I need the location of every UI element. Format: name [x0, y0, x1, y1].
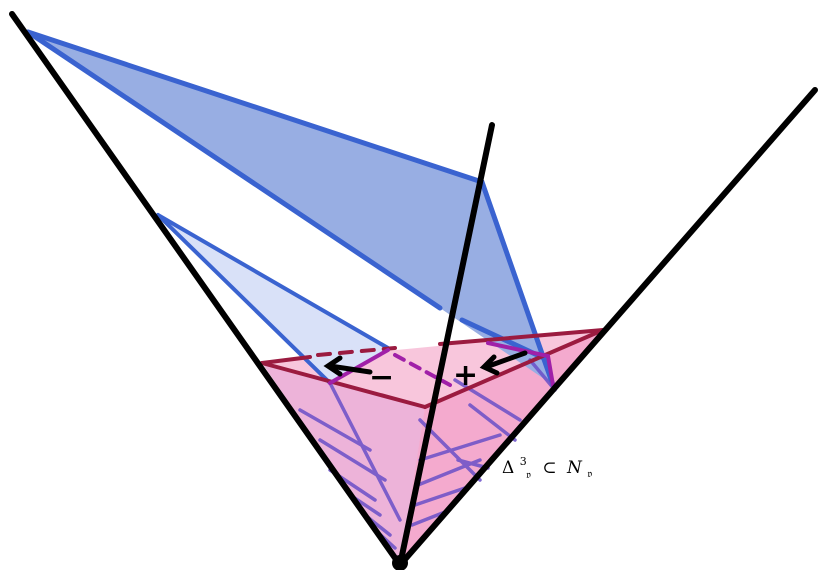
plus-sign: +: [453, 358, 478, 393]
simplex-edge-front-left: [260, 361, 427, 409]
cross-section-right: [486, 341, 555, 387]
simplex-edge-back-left: [260, 355, 312, 365]
orientation-arrows: [323, 350, 528, 377]
hatch-line: [453, 378, 522, 422]
lower-blue-sheet-edge-bottom: [156, 213, 332, 385]
hatch-line: [413, 486, 467, 507]
upper-blue-sheet: [28, 32, 553, 385]
subset-symbol: ⊂: [542, 458, 556, 478]
left-arrow-head: [323, 355, 343, 377]
left-arrow: [327, 363, 373, 375]
lower-blue-sheet: [158, 215, 388, 383]
hatch-line: [298, 408, 372, 452]
simplex-edges: [260, 328, 605, 409]
hatch-line: [418, 433, 502, 462]
upper-blue-sheet-edge-lower: [25, 29, 443, 311]
neighborhood-symbol: N: [566, 458, 583, 478]
simplex-superscript: 3: [520, 455, 527, 468]
right-arrow: [483, 350, 528, 370]
simplex-edge-back-dashed: [316, 346, 397, 357]
cone-apex-vertex: [392, 555, 408, 570]
hatch-line: [468, 403, 517, 442]
simplex-label: Δ 3 𝔳 ⊂ N 𝔳: [502, 450, 592, 483]
right-arrow-head: [479, 354, 500, 376]
hatch-line: [318, 438, 387, 482]
hatch-line: [410, 510, 447, 527]
simplex-edge-front-right: [423, 328, 605, 409]
cross-section-left: [328, 348, 390, 385]
cone-ray-middle: [397, 122, 495, 568]
simplex-subscript: 𝔳: [526, 468, 531, 481]
cone-ray-right: [397, 87, 818, 568]
hatch-line: [328, 381, 402, 522]
neighborhood-subscript: 𝔳: [587, 467, 592, 480]
simplex-edge-back-right: [438, 328, 605, 346]
simplex-symbol: Δ: [502, 458, 514, 478]
minus-sign: −: [369, 360, 394, 395]
cone-rays: [9, 11, 818, 568]
hatch-line: [528, 358, 557, 392]
lower-blue-sheet-edge-top: [156, 213, 390, 350]
cone-ray-left: [9, 11, 403, 568]
